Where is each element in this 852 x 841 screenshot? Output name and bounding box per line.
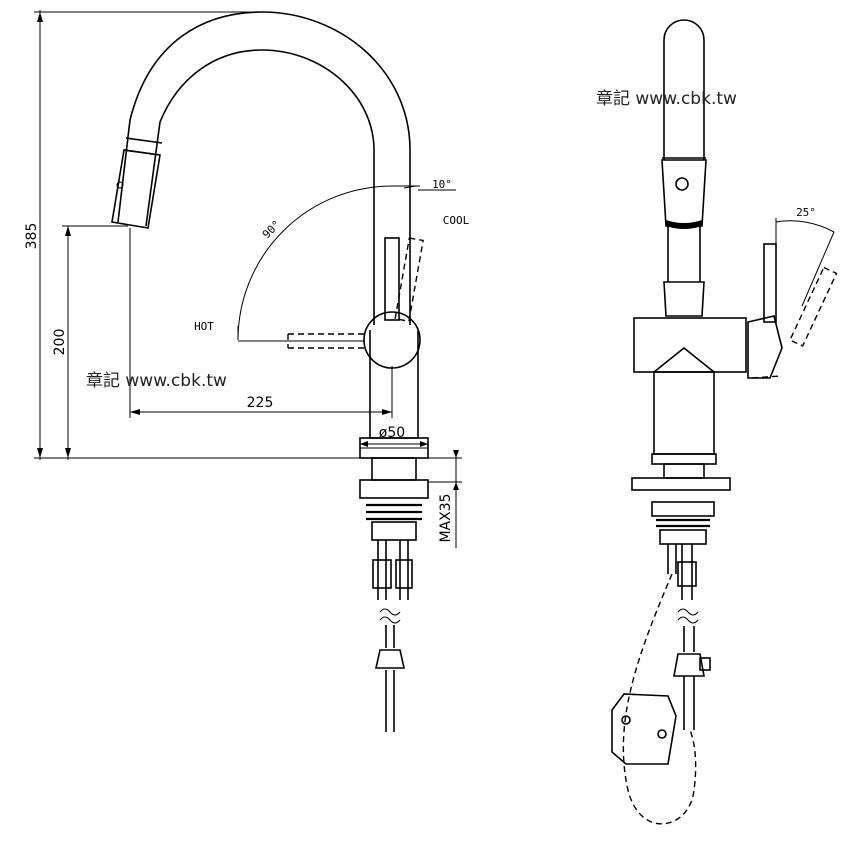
dimension-reach — [129, 228, 393, 418]
front-spout — [663, 19, 705, 160]
mounting-thread — [366, 503, 422, 521]
watermark-right: 章記 www.cbk.tw — [596, 89, 737, 109]
hose-break-mark — [379, 608, 401, 624]
label-spout-height: 200 — [52, 329, 68, 356]
label-lever-angle: 25° — [796, 206, 816, 219]
label-total-height: 385 — [24, 223, 40, 250]
label-swivel-angle: 90° — [260, 218, 283, 241]
front-supply-valve — [673, 653, 705, 677]
front-handle-cap — [747, 315, 783, 379]
label-base-diameter: ø50 — [379, 425, 405, 441]
label-deck-thickness: MAX35 — [438, 493, 454, 542]
label-reach: 225 — [247, 395, 274, 411]
spout-inner-outline — [145, 49, 375, 325]
dimension-spout-height — [62, 225, 128, 460]
handle-lever — [384, 237, 400, 321]
front-elevation-view: 25° 章記 www.cbk.tw — [596, 19, 838, 825]
front-deck-flange — [631, 477, 731, 491]
front-supply-hose — [681, 544, 693, 600]
front-body-block — [633, 317, 747, 373]
front-body-column — [653, 371, 715, 455]
front-handle — [763, 243, 777, 323]
label-cold: COOL — [443, 214, 470, 227]
mounting-plate — [359, 479, 429, 499]
front-spray-head — [661, 159, 707, 227]
dimension-base-diameter — [360, 441, 428, 447]
supply-valve — [375, 649, 405, 669]
front-hose-break-mark — [677, 608, 699, 624]
front-mounting-plate — [651, 501, 715, 517]
front-spray-button-icon — [675, 177, 689, 191]
watermark-left: 章記 www.cbk.tw — [86, 371, 227, 391]
dimension-deck-thickness — [428, 450, 462, 548]
front-handle-tilted — [789, 266, 838, 347]
pull-out-hose-loop — [622, 573, 697, 825]
dimension-total-height — [34, 10, 362, 460]
lever-angle-arc — [775, 220, 835, 233]
hose-counterweight — [611, 693, 677, 765]
spray-button-icon — [116, 181, 124, 189]
mounting-nut — [371, 457, 417, 481]
handle-lever-cold-position — [394, 237, 424, 323]
supply-hose-left — [377, 540, 387, 600]
swivel-arc — [237, 185, 393, 341]
front-spray-outlet — [666, 220, 702, 229]
supply-hose-right — [399, 540, 409, 600]
faucet-body — [369, 330, 419, 439]
label-cold-angle: 10° — [432, 178, 452, 191]
handle-lever-hot-position — [287, 333, 366, 349]
spout-outer-outline — [117, 11, 411, 325]
label-hot: HOT — [194, 320, 214, 333]
side-elevation-view: 385 200 225 ø50 MAX35 90° 10° HOT COOL 章… — [24, 10, 470, 732]
